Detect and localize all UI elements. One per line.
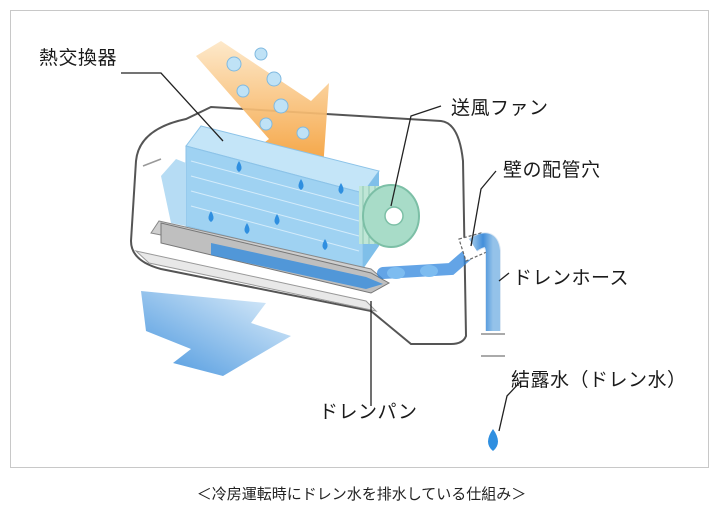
figure-caption: ＜冷房運転時にドレン水を排水している仕組み＞ <box>196 485 527 503</box>
water-drop-icon <box>488 429 498 451</box>
leader-fan <box>390 105 442 207</box>
drain-hose <box>468 232 505 423</box>
cool-air-arrow <box>141 291 291 376</box>
label-drain-hose: ドレンホース <box>513 267 630 289</box>
ice-crystal-icons <box>226 47 310 140</box>
label-condensation: 結露水（ドレン水） <box>511 369 687 391</box>
leader-wall-hole <box>470 170 497 247</box>
label-drain-pan: ドレンパン <box>319 401 418 423</box>
leader-condensation <box>498 380 522 432</box>
blower-fan <box>359 184 420 248</box>
leader-heat-exchanger <box>121 72 224 142</box>
drain-pan <box>160 222 391 294</box>
warm-air-arrow <box>196 41 329 169</box>
condensation-drops <box>208 161 344 250</box>
aircon-drain-diagram <box>121 41 522 451</box>
label-wall-hole: 壁の配管穴 <box>503 159 601 181</box>
label-fan: 送風ファン <box>451 97 549 119</box>
diagram-frame: 熱交換器 送風ファン 壁の配管穴 ドレンホース 結露水（ドレン水） ドレンパン <box>10 10 709 468</box>
leader-drain-hose <box>498 272 510 282</box>
label-heat-exchanger: 熱交換器 <box>39 47 118 69</box>
leader-lines <box>121 72 522 432</box>
internal-drain-pipe <box>377 250 472 279</box>
